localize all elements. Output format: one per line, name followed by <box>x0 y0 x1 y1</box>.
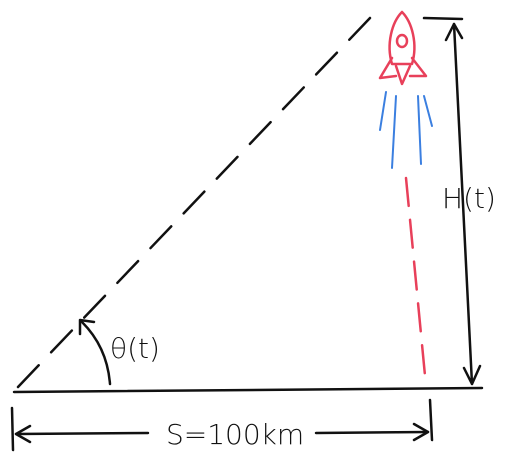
distance-arrowhead-right <box>412 422 430 442</box>
rocket-right-fin <box>408 56 428 78</box>
height-arrow <box>452 22 474 386</box>
rocket-icon <box>378 10 428 86</box>
distance-label: S=100km <box>166 418 304 451</box>
distance-left-tick <box>10 406 15 452</box>
height-label: H(t) <box>442 182 496 215</box>
height-arrowhead-top <box>444 22 464 42</box>
height-arrowhead-bottom <box>462 364 482 386</box>
height-top-tick <box>422 16 464 21</box>
rocket-left-fin <box>378 56 398 80</box>
angle-label: θ(t) <box>110 332 160 365</box>
distance-arrow-right <box>314 430 430 435</box>
distance-right-tick <box>428 398 434 442</box>
line-of-sight <box>16 16 372 389</box>
rocket-exhaust <box>379 91 433 169</box>
angle-arrowhead <box>78 318 96 336</box>
rocket-trajectory <box>404 176 428 388</box>
ground-line <box>12 386 484 394</box>
rocket-nozzle <box>394 64 412 86</box>
distance-arrowhead-left <box>14 424 32 444</box>
rocket-window <box>395 33 409 49</box>
angle-arc <box>78 318 112 386</box>
distance-arrow-left <box>14 431 150 436</box>
